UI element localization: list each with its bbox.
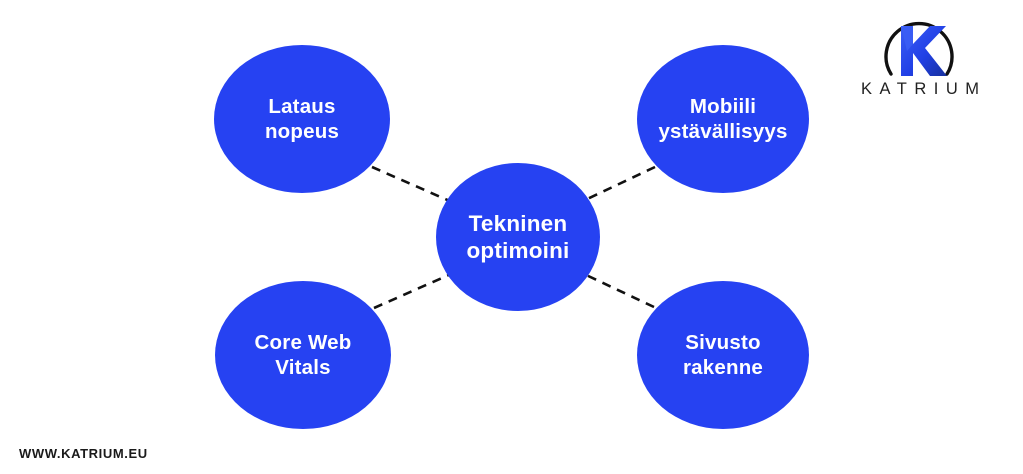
- logo-wordmark: KATRIUM: [860, 80, 987, 98]
- brand-logo: KATRIUM: [836, 8, 1004, 104]
- connector-lataus-nopeus: [371, 165, 453, 204]
- site-url-watermark: WWW.KATRIUM.EU: [19, 446, 148, 461]
- node-sivusto-rakenne[interactable]: [637, 281, 809, 429]
- node-core-web-vitals[interactable]: [215, 281, 391, 429]
- connector-mobiili-ystavallisyys: [582, 165, 656, 203]
- connector-core-web-vitals: [373, 272, 452, 310]
- katrium-k-in-circle-icon: [884, 21, 954, 76]
- connector-sivusto-rakenne: [583, 272, 655, 309]
- node-mobiili-ystavallisyys[interactable]: [637, 45, 809, 193]
- node-lataus-nopeus[interactable]: [214, 45, 390, 193]
- node-tekninen-optimointi[interactable]: [436, 163, 600, 311]
